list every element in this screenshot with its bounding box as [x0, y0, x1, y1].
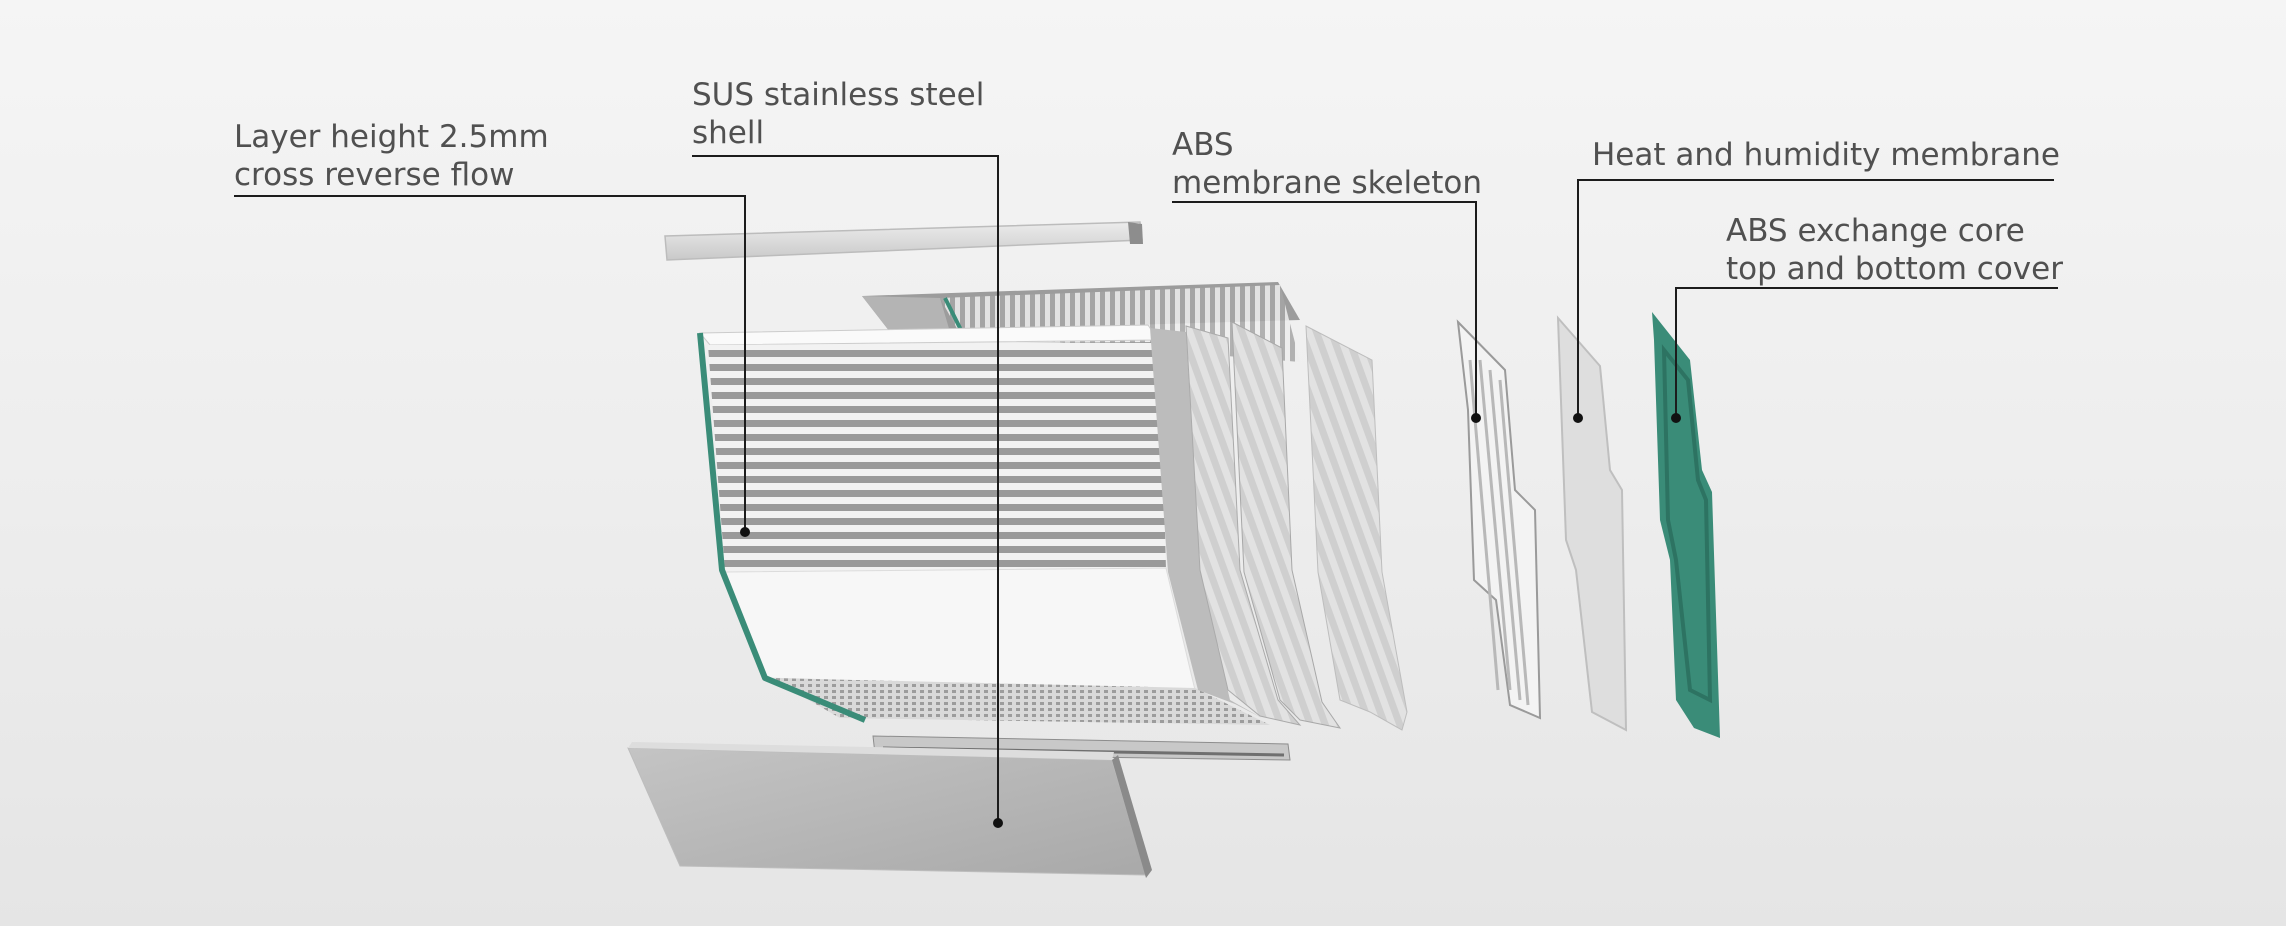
leader-lines [234, 155, 2058, 823]
leader-shell [692, 155, 999, 823]
label-skeleton-line1: ABS [1172, 127, 1234, 163]
bottom-shell-panel [627, 742, 1152, 878]
label-cover-line2: top and bottom cover [1726, 251, 2063, 287]
label-layer-height-line2: cross reverse flow [234, 157, 515, 193]
membrane-skeleton-plate [1456, 319, 1542, 720]
leader-membrane [1577, 179, 2054, 418]
marker-shell [993, 818, 1003, 828]
label-cover: ABS exchange core top and bottom cover [1726, 212, 2063, 288]
marker-cover [1671, 413, 1681, 423]
humidity-membrane-plate [1556, 315, 1628, 732]
exchange-core [697, 321, 1408, 731]
marker-membrane [1573, 413, 1583, 423]
label-shell: SUS stainless steel shell [692, 76, 984, 152]
leader-cover [1675, 287, 2058, 418]
label-layer-height: Layer height 2.5mm cross reverse flow [234, 118, 549, 194]
leader-layer-height [234, 195, 746, 532]
abs-cover-plate [1652, 312, 1720, 738]
leader-skeleton [1172, 201, 1477, 418]
label-skeleton: ABS membrane skeleton [1172, 126, 1482, 202]
label-shell-line2: shell [692, 115, 765, 151]
label-skeleton-line2: membrane skeleton [1172, 165, 1482, 201]
label-cover-line1: ABS exchange core [1726, 213, 2025, 249]
marker-layer-height [740, 527, 750, 537]
label-layer-height-line1: Layer height 2.5mm [234, 119, 549, 155]
label-membrane-line1: Heat and humidity membrane [1592, 137, 2060, 173]
label-membrane: Heat and humidity membrane [1592, 136, 2060, 174]
marker-skeleton [1471, 413, 1481, 423]
label-shell-line1: SUS stainless steel [692, 77, 985, 113]
top-rail [664, 221, 1143, 261]
